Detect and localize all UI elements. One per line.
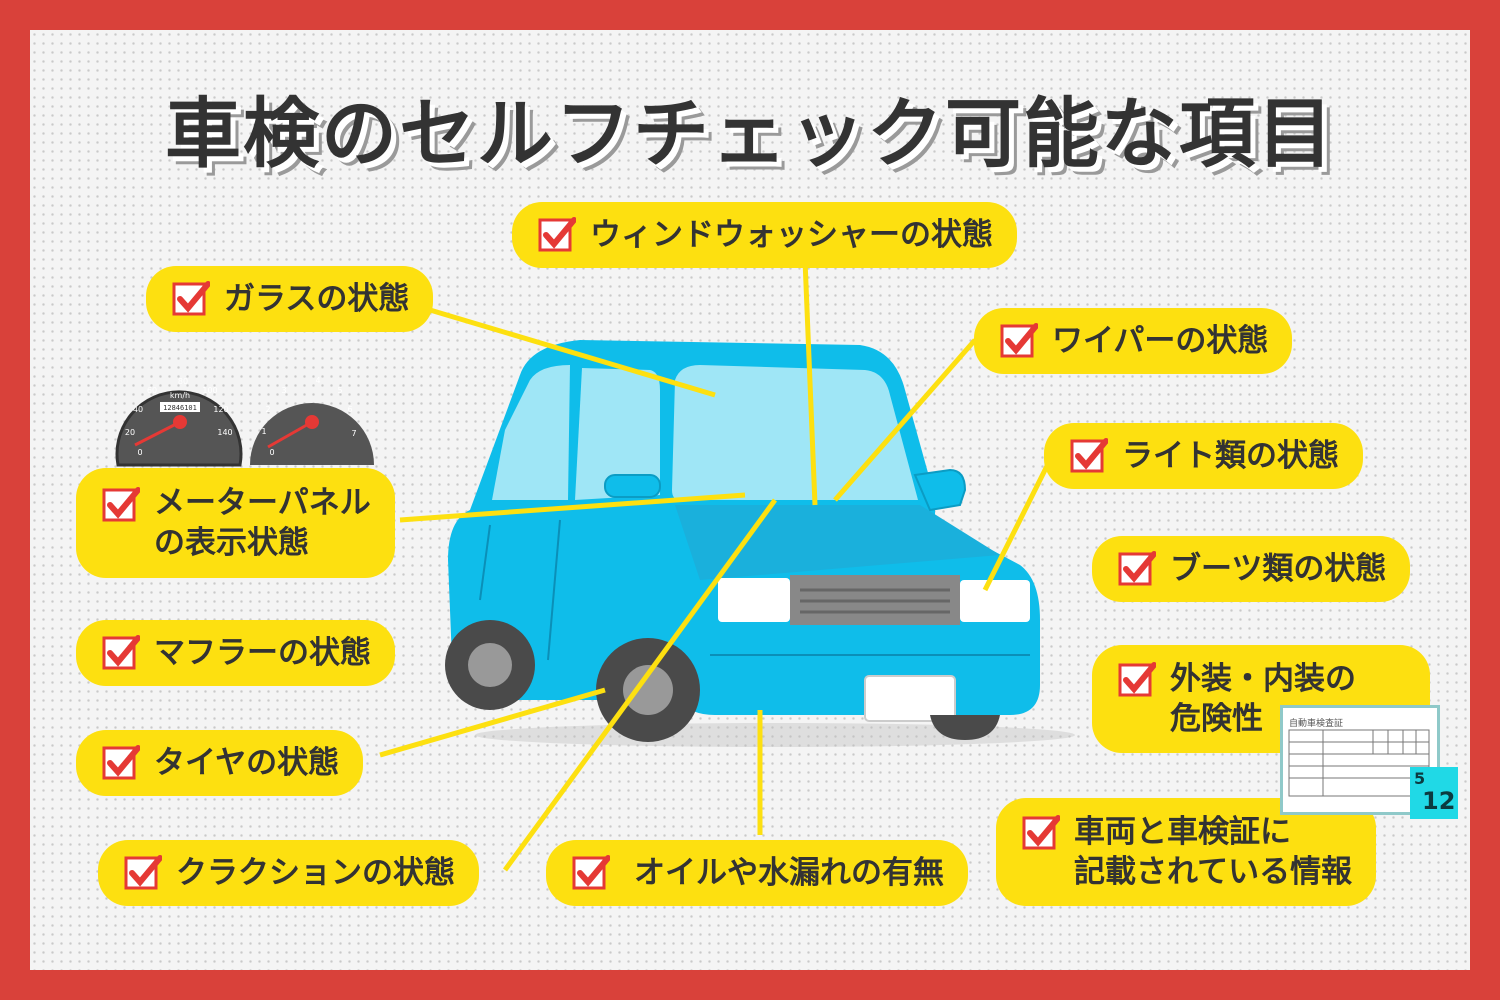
label-meter: メーターパネル の表示状態	[76, 468, 395, 578]
svg-text:80: 80	[178, 377, 188, 386]
label-oil: オイルや水漏れの有無	[546, 840, 968, 906]
svg-text:0: 0	[137, 448, 142, 457]
svg-text:20: 20	[125, 428, 135, 437]
checkmark-box-icon	[172, 281, 210, 316]
certificate-grid	[1288, 729, 1430, 797]
checkmark-box-icon	[124, 855, 162, 890]
checkmark-box-icon	[1070, 438, 1108, 473]
label-wiper: ワイパーの状態	[974, 308, 1293, 374]
checkmark-box-icon	[572, 855, 610, 890]
inspection-sticker: 5 12	[1410, 767, 1458, 819]
svg-text:3: 3	[281, 386, 286, 395]
svg-text:40: 40	[133, 405, 143, 414]
svg-text:1: 1	[261, 427, 266, 436]
checkmark-box-icon	[102, 487, 140, 522]
svg-text:140: 140	[217, 428, 232, 437]
svg-text:0: 0	[269, 448, 274, 457]
svg-text:4: 4	[315, 376, 320, 385]
checkmark-box-icon	[1022, 815, 1060, 850]
checkmark-box-icon	[1000, 323, 1038, 358]
svg-text:120: 120	[213, 405, 228, 414]
infographic-panel: 車検のセルフチェック可能な項目 0 20 40 60 80 100 120 14…	[30, 30, 1470, 970]
checkmark-box-icon	[538, 217, 576, 252]
svg-text:5: 5	[337, 386, 342, 395]
svg-text:60: 60	[147, 386, 157, 395]
label-cert-info: 車両と車検証に 記載されている情報	[996, 798, 1377, 906]
svg-text:km/h: km/h	[170, 391, 190, 400]
svg-text:6: 6	[347, 405, 352, 414]
label-muffler: マフラーの状態	[76, 620, 395, 686]
leader-lines	[379, 259, 1053, 872]
certificate-title: 自動車検査証	[1289, 719, 1344, 729]
label-lights: ライト類の状態	[1044, 423, 1363, 489]
label-horn: クラクションの状態	[98, 840, 479, 906]
page-title: 車検のセルフチェック可能な項目	[165, 89, 1335, 178]
label-glass: ガラスの状態	[146, 266, 434, 332]
car	[445, 340, 1075, 747]
checkmark-box-icon	[1118, 551, 1156, 586]
speedometer-gauge: 0 20 40 60 80 100 120 140 km/h 12846101	[115, 377, 243, 467]
tachometer-gauge: 0 1 2 3 4 5 6 7	[250, 376, 374, 465]
label-tire: タイヤの状態	[76, 730, 364, 796]
svg-text:7: 7	[351, 429, 356, 438]
svg-text:12846101: 12846101	[163, 404, 197, 412]
svg-text:100: 100	[202, 386, 217, 395]
checkmark-box-icon	[1118, 662, 1156, 697]
checkmark-box-icon	[102, 635, 140, 670]
label-boots: ブーツ類の状態	[1092, 536, 1411, 602]
label-washer: ウィンドウォッシャーの状態	[512, 202, 1017, 268]
car-illustration: 0 20 40 60 80 100 120 140 km/h 12846101 …	[115, 259, 1075, 872]
checkmark-box-icon	[102, 745, 140, 780]
svg-text:2: 2	[265, 405, 270, 414]
